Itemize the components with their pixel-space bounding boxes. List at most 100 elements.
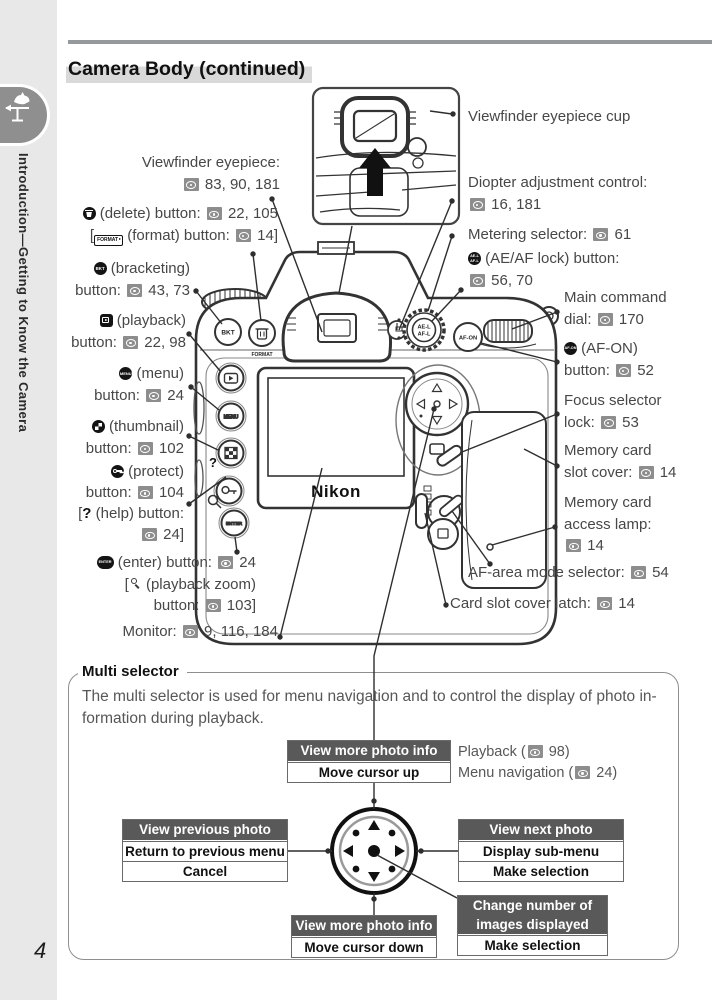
callout-line: Viewfinder eyepiece cup <box>468 106 630 128</box>
bracketing-icon: BKT <box>93 262 107 275</box>
callout-card-slot-latch: Card slot cover latch: 14 <box>450 593 635 615</box>
label-text: button: <box>75 281 126 299</box>
callout-protect-button: (protect)button: 104[? (help) button: 24… <box>56 461 184 545</box>
callout-line: button: 104 <box>56 482 184 503</box>
svg-text:AE-L: AE-L <box>417 325 431 331</box>
label-text: dial: <box>564 310 596 328</box>
label-text: AF-area mode selector: <box>468 564 629 581</box>
callout-eyepiece-cup: Viewfinder eyepiece cup <box>468 106 630 128</box>
callout-metering-selector: Metering selector: 61 <box>468 224 631 246</box>
callout-diopter: Diopter adjustment control: 16, 181 <box>468 172 647 215</box>
label-text: 56, 70 <box>487 271 533 289</box>
rear-buttons: MENU ENTER ? <box>207 362 250 539</box>
table-row: Display sub-menu <box>459 840 623 861</box>
delete-icon <box>82 207 96 220</box>
label-text: slot cover: <box>564 463 637 481</box>
page-ref-icon <box>137 441 153 455</box>
page-ref-icon <box>601 415 617 429</box>
callout-line: AE-L AF-L (AE/AF lock) button: <box>468 248 619 270</box>
callout-viewfinder-eyepiece: Viewfinder eyepiece: 83, 90, 181 <box>80 152 280 195</box>
page-ref-icon <box>630 566 646 579</box>
playback-zoom-icon <box>129 578 142 591</box>
svg-text:BKT: BKT <box>221 330 234 337</box>
thumbnail-icon <box>91 420 105 433</box>
page-ref-icon <box>616 363 632 377</box>
label-text: access lamp: <box>564 515 652 533</box>
callout-thumbnail-button: (thumbnail)button: 102 <box>58 416 184 459</box>
ae-af-lock-button: AE-L AF-L <box>395 308 446 352</box>
label-text: 24) <box>592 765 618 781</box>
callout-playback-button: (playback) button: 22, 98 <box>58 310 186 353</box>
label-text: [ <box>78 505 83 522</box>
help-icon: ? <box>82 505 92 522</box>
label-text: (thumbnail) <box>104 418 184 435</box>
callout-menu-button: MENU (menu)button: 24 <box>58 363 184 406</box>
page-ref-icon <box>127 283 143 297</box>
rooster-weathervane-icon <box>5 92 30 122</box>
table-row: Return to previous menu <box>123 840 287 861</box>
callout-line: (protect) <box>56 461 184 482</box>
label-text: 43, 73 <box>144 281 190 299</box>
label-text: lock: <box>564 413 600 431</box>
callout-line: 16, 181 <box>468 194 647 216</box>
callout-af-area-selector: AF-area mode selector: 54 <box>468 562 669 584</box>
enter-icon: ENTER <box>96 556 114 569</box>
label-text: 170 <box>614 310 644 328</box>
page-ref-icon <box>597 597 613 610</box>
label-text: Playback ( <box>458 744 526 760</box>
label-text: 52 <box>633 361 654 379</box>
page-ref-icon <box>218 556 234 569</box>
callout-line: AF-ON (AF-ON) <box>564 338 654 360</box>
table-header-line: View more photo info <box>300 743 438 758</box>
callout-line: (thumbnail) <box>58 416 184 438</box>
svg-text:AF-L: AF-L <box>418 332 431 338</box>
callout-monitor: Monitor: 9, 116, 184 <box>76 621 278 643</box>
label-text: (help) button: <box>91 505 184 522</box>
page-ref-icon <box>146 388 162 402</box>
label-text: 14 <box>583 537 604 554</box>
page-ref-icon <box>137 486 153 499</box>
callout-line: Playback ( 98) <box>458 742 570 763</box>
table-header: View more photo info <box>288 741 450 762</box>
page-ref-icon <box>470 273 485 287</box>
multi-selector-rosette <box>288 782 458 915</box>
label-text: (delete) button: <box>95 205 205 222</box>
page-ref-icon <box>527 745 543 758</box>
card-slot-cover <box>461 411 547 589</box>
label-text: Diopter adjustment control: <box>468 174 648 191</box>
label-text: button: <box>153 597 204 614</box>
page-ref-icon <box>638 465 654 479</box>
label-text: button: <box>564 361 615 379</box>
page-ref-icon <box>183 177 199 191</box>
callout-line: button: 22, 98 <box>58 332 186 354</box>
callout-line: Diopter adjustment control: <box>468 172 647 194</box>
label-text: button: <box>94 386 145 404</box>
label-text: Memory card <box>564 494 652 511</box>
playback-icon <box>99 314 113 327</box>
monitor: Nikon <box>256 366 416 510</box>
label-text: Viewfinder eyepiece: <box>141 154 280 171</box>
multi-selector-control: CF <box>395 364 481 550</box>
callout-line: Card slot cover latch: 14 <box>450 593 635 615</box>
svg-text:ENTER: ENTER <box>226 521 243 527</box>
label-text: 102 <box>154 439 184 457</box>
label-text: (menu) <box>132 365 184 382</box>
callout-bracketing-button: BKT (bracketing)button: 43, 73 <box>58 258 190 301</box>
callout-line: BKT (bracketing) <box>58 258 190 280</box>
label-text: 22, 98 <box>140 333 186 351</box>
leader-lines <box>188 110 558 740</box>
callout-line: AF-area mode selector: 54 <box>468 562 669 584</box>
eyepiece-cup-inset <box>311 86 461 226</box>
chapter-tab <box>0 84 50 146</box>
label-text: (playback) <box>112 312 186 329</box>
chapter-title: Introduction—Getting to Know the Camera <box>16 153 31 433</box>
page-ref-icon <box>597 312 613 326</box>
label-text: Monitor: <box>122 623 181 640</box>
table-header: View more photo info <box>292 916 436 937</box>
callout-line: 14 <box>564 535 652 557</box>
callout-ae-af-lock: AE-L AF-L (AE/AF lock) button: 56, 70 <box>468 248 619 291</box>
